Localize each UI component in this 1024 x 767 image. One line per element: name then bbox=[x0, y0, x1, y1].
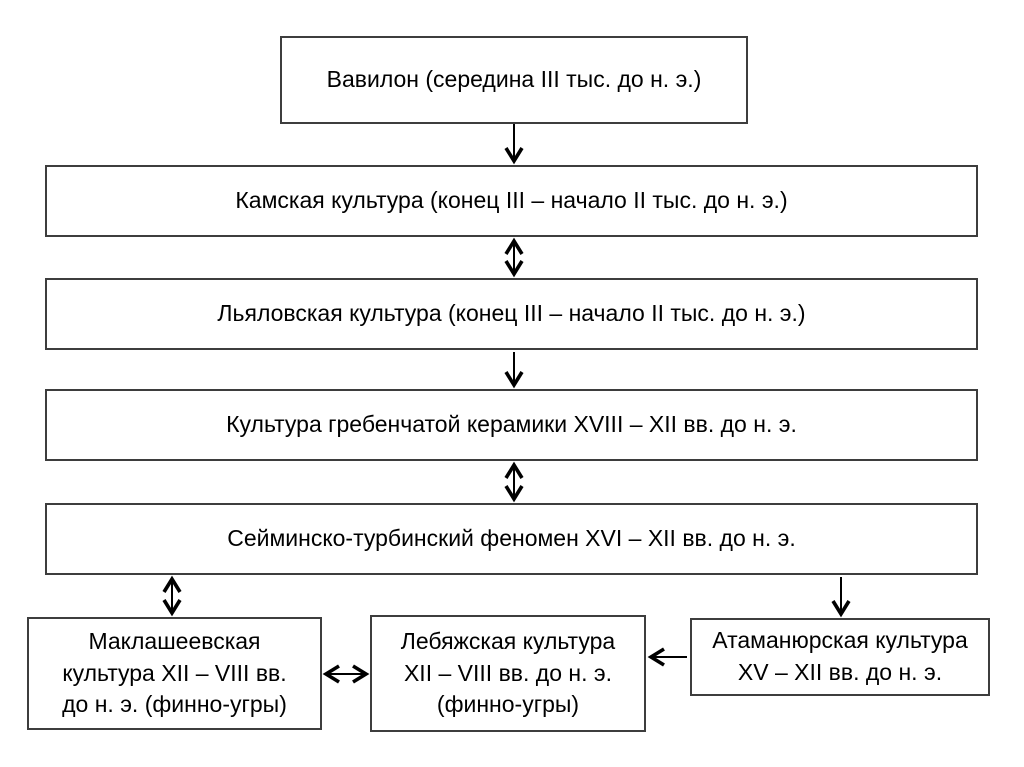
node-babylon-label: Вавилон (середина III тыс. до н. э.) bbox=[326, 66, 702, 93]
node-lebyazhskaya-label: Лебяжская культура XII – VIII вв. до н. … bbox=[400, 627, 616, 718]
node-comb-ceramic-culture: Культура гребенчатой керамики XVIII – XI… bbox=[45, 389, 978, 461]
node-kamskaya-label: Камская культура (конец III – начало II … bbox=[235, 187, 788, 214]
node-maklasheevskaya-culture: Маклашеевская культура XII – VIII вв. до… bbox=[27, 617, 322, 730]
node-lyalovskaya-culture: Льяловская культура (конец III – начало … bbox=[45, 278, 978, 350]
node-kamskaya-culture: Камская культура (конец III – начало II … bbox=[45, 165, 978, 237]
node-lyalovskaya-label: Льяловская культура (конец III – начало … bbox=[217, 300, 806, 327]
node-atamanyurskaya-culture: Атаманюрская культура XV – XII вв. до н.… bbox=[690, 618, 990, 696]
node-comb-ceramic-label: Культура гребенчатой керамики XVIII – XI… bbox=[226, 411, 797, 438]
node-seyminsko-turbinsky: Сейминско-турбинский феномен XVI – XII в… bbox=[45, 503, 978, 575]
node-lebyazhskaya-culture: Лебяжская культура XII – VIII вв. до н. … bbox=[370, 615, 646, 732]
node-babylon: Вавилон (середина III тыс. до н. э.) bbox=[280, 36, 748, 124]
node-atamanyurskaya-label: Атаманюрская культура XV – XII вв. до н.… bbox=[712, 627, 968, 685]
node-maklasheevskaya-label: Маклашеевская культура XII – VIII вв. до… bbox=[62, 627, 287, 718]
node-seyminsko-turbinsky-label: Сейминско-турбинский феномен XVI – XII в… bbox=[227, 525, 796, 552]
